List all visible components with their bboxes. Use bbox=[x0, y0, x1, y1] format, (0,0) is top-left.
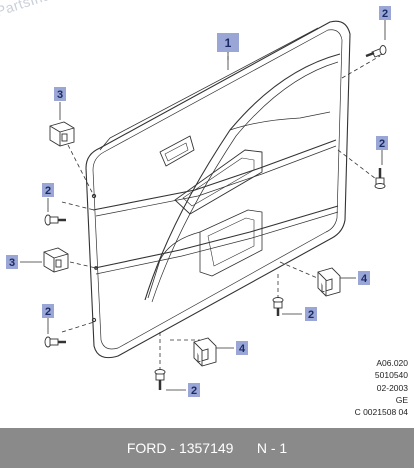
callout-2-left-upper-label: 2 bbox=[45, 185, 51, 197]
callout-box-2f bbox=[188, 383, 200, 397]
callout-leaders bbox=[20, 20, 386, 391]
reference-block: A06.020 5010540 02-2003 GE C 0021508 04 bbox=[355, 357, 408, 418]
footer-quantity: N - 1 bbox=[256, 440, 288, 456]
footer-brand: FORD bbox=[126, 440, 167, 456]
door-trim-panel bbox=[85, 20, 351, 359]
callout-4-bottom-label: 4 bbox=[239, 343, 246, 355]
clip-middle-left bbox=[43, 247, 69, 273]
screw-right bbox=[374, 168, 386, 189]
reference-line-3: 02-2003 bbox=[376, 382, 408, 393]
retainer-right bbox=[317, 267, 341, 297]
callout-2-bottom-label: 2 bbox=[191, 385, 197, 397]
footer-gap bbox=[233, 440, 256, 456]
screw-top-right bbox=[365, 45, 387, 58]
callout-3-middle-label: 3 bbox=[9, 257, 15, 269]
screw-left-upper bbox=[44, 214, 66, 226]
footer-separator: - bbox=[166, 440, 179, 456]
callout-box-2c bbox=[42, 183, 54, 197]
callout-box-2a bbox=[379, 6, 391, 20]
screw-middle bbox=[272, 297, 284, 316]
reference-line-1: A06.020 bbox=[376, 358, 408, 368]
leader-lines bbox=[61, 52, 381, 370]
reference-line-4: GE bbox=[395, 394, 408, 405]
callout-4-right-label: 4 bbox=[361, 273, 368, 285]
callout-box-2b bbox=[376, 136, 388, 150]
screw-left-lower bbox=[44, 336, 66, 348]
callout-3-upper-label: 3 bbox=[57, 89, 63, 101]
callout-box-2d bbox=[42, 304, 54, 318]
callout-box-3a bbox=[54, 87, 66, 101]
reference-line-2: 5010540 bbox=[374, 370, 408, 381]
callout-2-right-label: 2 bbox=[379, 138, 385, 150]
screw-bottom bbox=[154, 369, 166, 390]
footer-bar: FORD - 1357149 N - 1 bbox=[0, 428, 414, 468]
callout-box-4a bbox=[358, 271, 370, 285]
clip-upper-left bbox=[49, 121, 75, 147]
callout-box-4b bbox=[236, 341, 248, 355]
callout-2-left-lower-label: 2 bbox=[45, 306, 51, 318]
callout-2-top-right-label: 2 bbox=[382, 8, 388, 20]
door-trim-panel-diagram: 1 2 2 2 2 2 2 3 3 4 4 bbox=[6, 6, 391, 397]
callout-1-label: 1 bbox=[225, 36, 232, 50]
callout-2-middle-label: 2 bbox=[308, 309, 314, 321]
callout-box-3b bbox=[6, 255, 18, 269]
reference-line-5: C 0021508 04 bbox=[354, 407, 408, 418]
callout-box-1 bbox=[217, 33, 239, 52]
footer-part-number: 1357149 bbox=[178, 440, 234, 456]
retainer-bottom bbox=[193, 337, 217, 367]
callout-box-2e bbox=[305, 307, 317, 321]
